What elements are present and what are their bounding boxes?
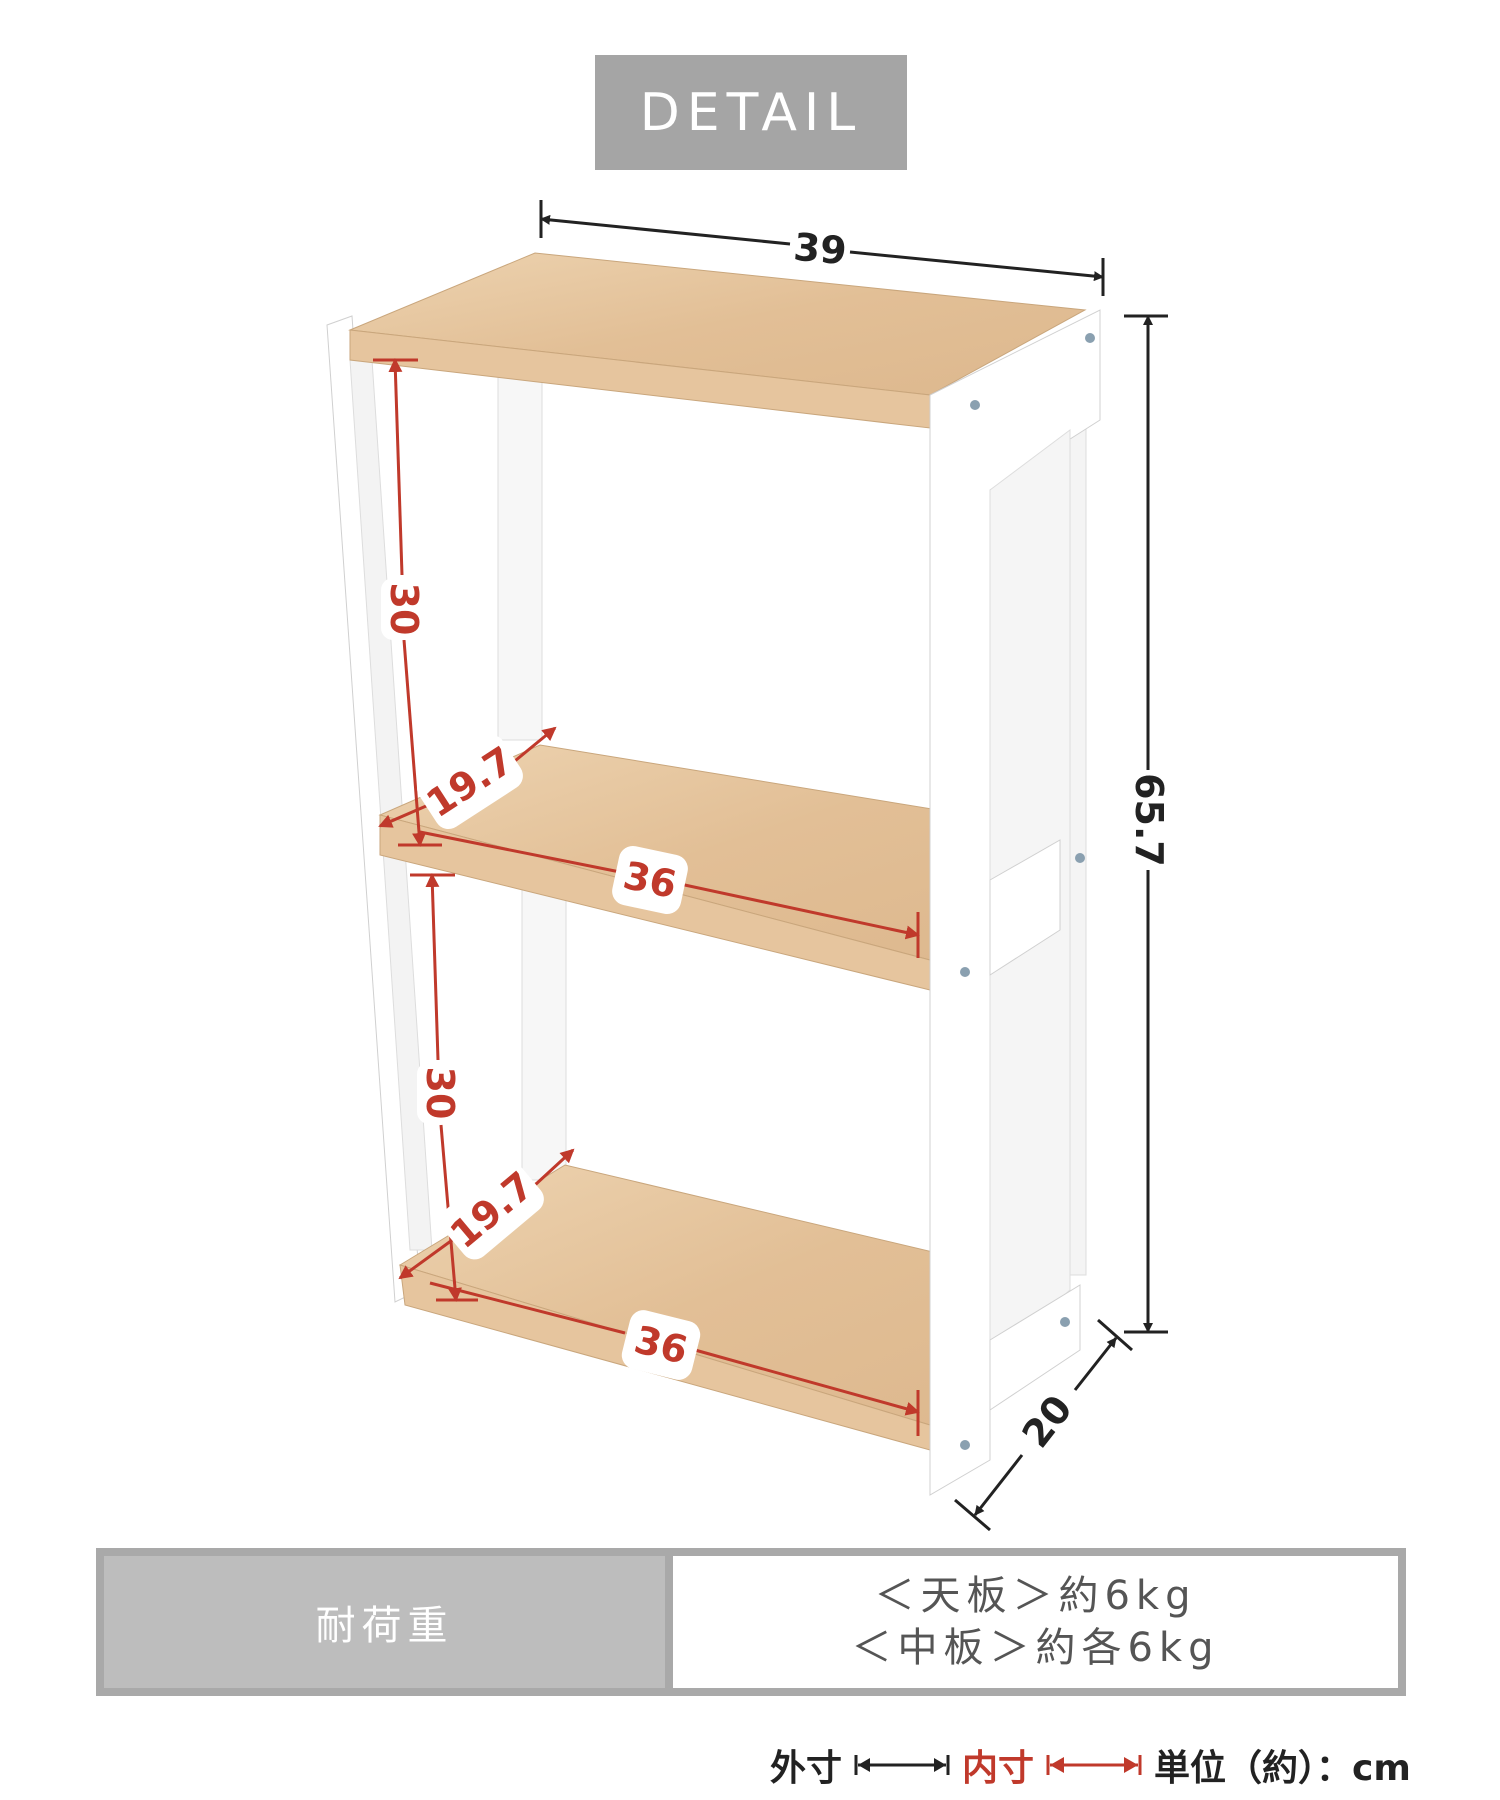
inner-upper-height-dimension: 30 [373,358,442,847]
legend-unit-label: 単位（約）：cm [1154,1748,1411,1789]
top-board-load: ＜天板＞約6kg [874,1573,1197,1619]
outer-height-dimension: 65.7 [1124,314,1171,1334]
outer-arrow-icon [854,1755,950,1775]
middle-board-load: ＜中板＞約各6kg [851,1625,1220,1671]
right-side-frame [929,309,1101,1496]
inner-upper-height-label: 30 [382,583,426,636]
outer-width-label: 39 [792,225,849,273]
outer-width-dimension: 39 [539,200,1105,296]
inner-lower-height-label: 30 [418,1067,462,1120]
shelf-illustration: 39 65.7 20 30 19.7 36 [326,200,1171,1532]
detail-title: DETAIL [639,82,863,143]
inner-lower-width-dimension: 36 [429,1281,920,1436]
inner-upper-width-label: 36 [620,853,681,907]
load-capacity-values: ＜天板＞約6kg ＜中板＞約各6kg [673,1556,1398,1688]
inner-arrow-icon [1046,1755,1142,1775]
legend-outer-label: 外寸 [770,1748,843,1789]
inner-upper-width-dimension: 36 [419,830,920,958]
detail-banner: DETAIL [595,55,907,170]
top-board [348,252,1087,429]
load-capacity-table: 耐荷重 ＜天板＞約6kg ＜中板＞約各6kg [96,1548,1406,1696]
dimension-legend: 外寸 内寸 単位（約）：cm [770,1740,1490,1790]
outer-height-label: 65.7 [1127,773,1171,867]
outer-depth-label: 20 [1014,1387,1081,1456]
load-capacity-label: 耐荷重 [104,1556,665,1688]
inner-lower-height-dimension: 30 [410,873,478,1302]
legend-inner-label: 内寸 [962,1748,1035,1789]
